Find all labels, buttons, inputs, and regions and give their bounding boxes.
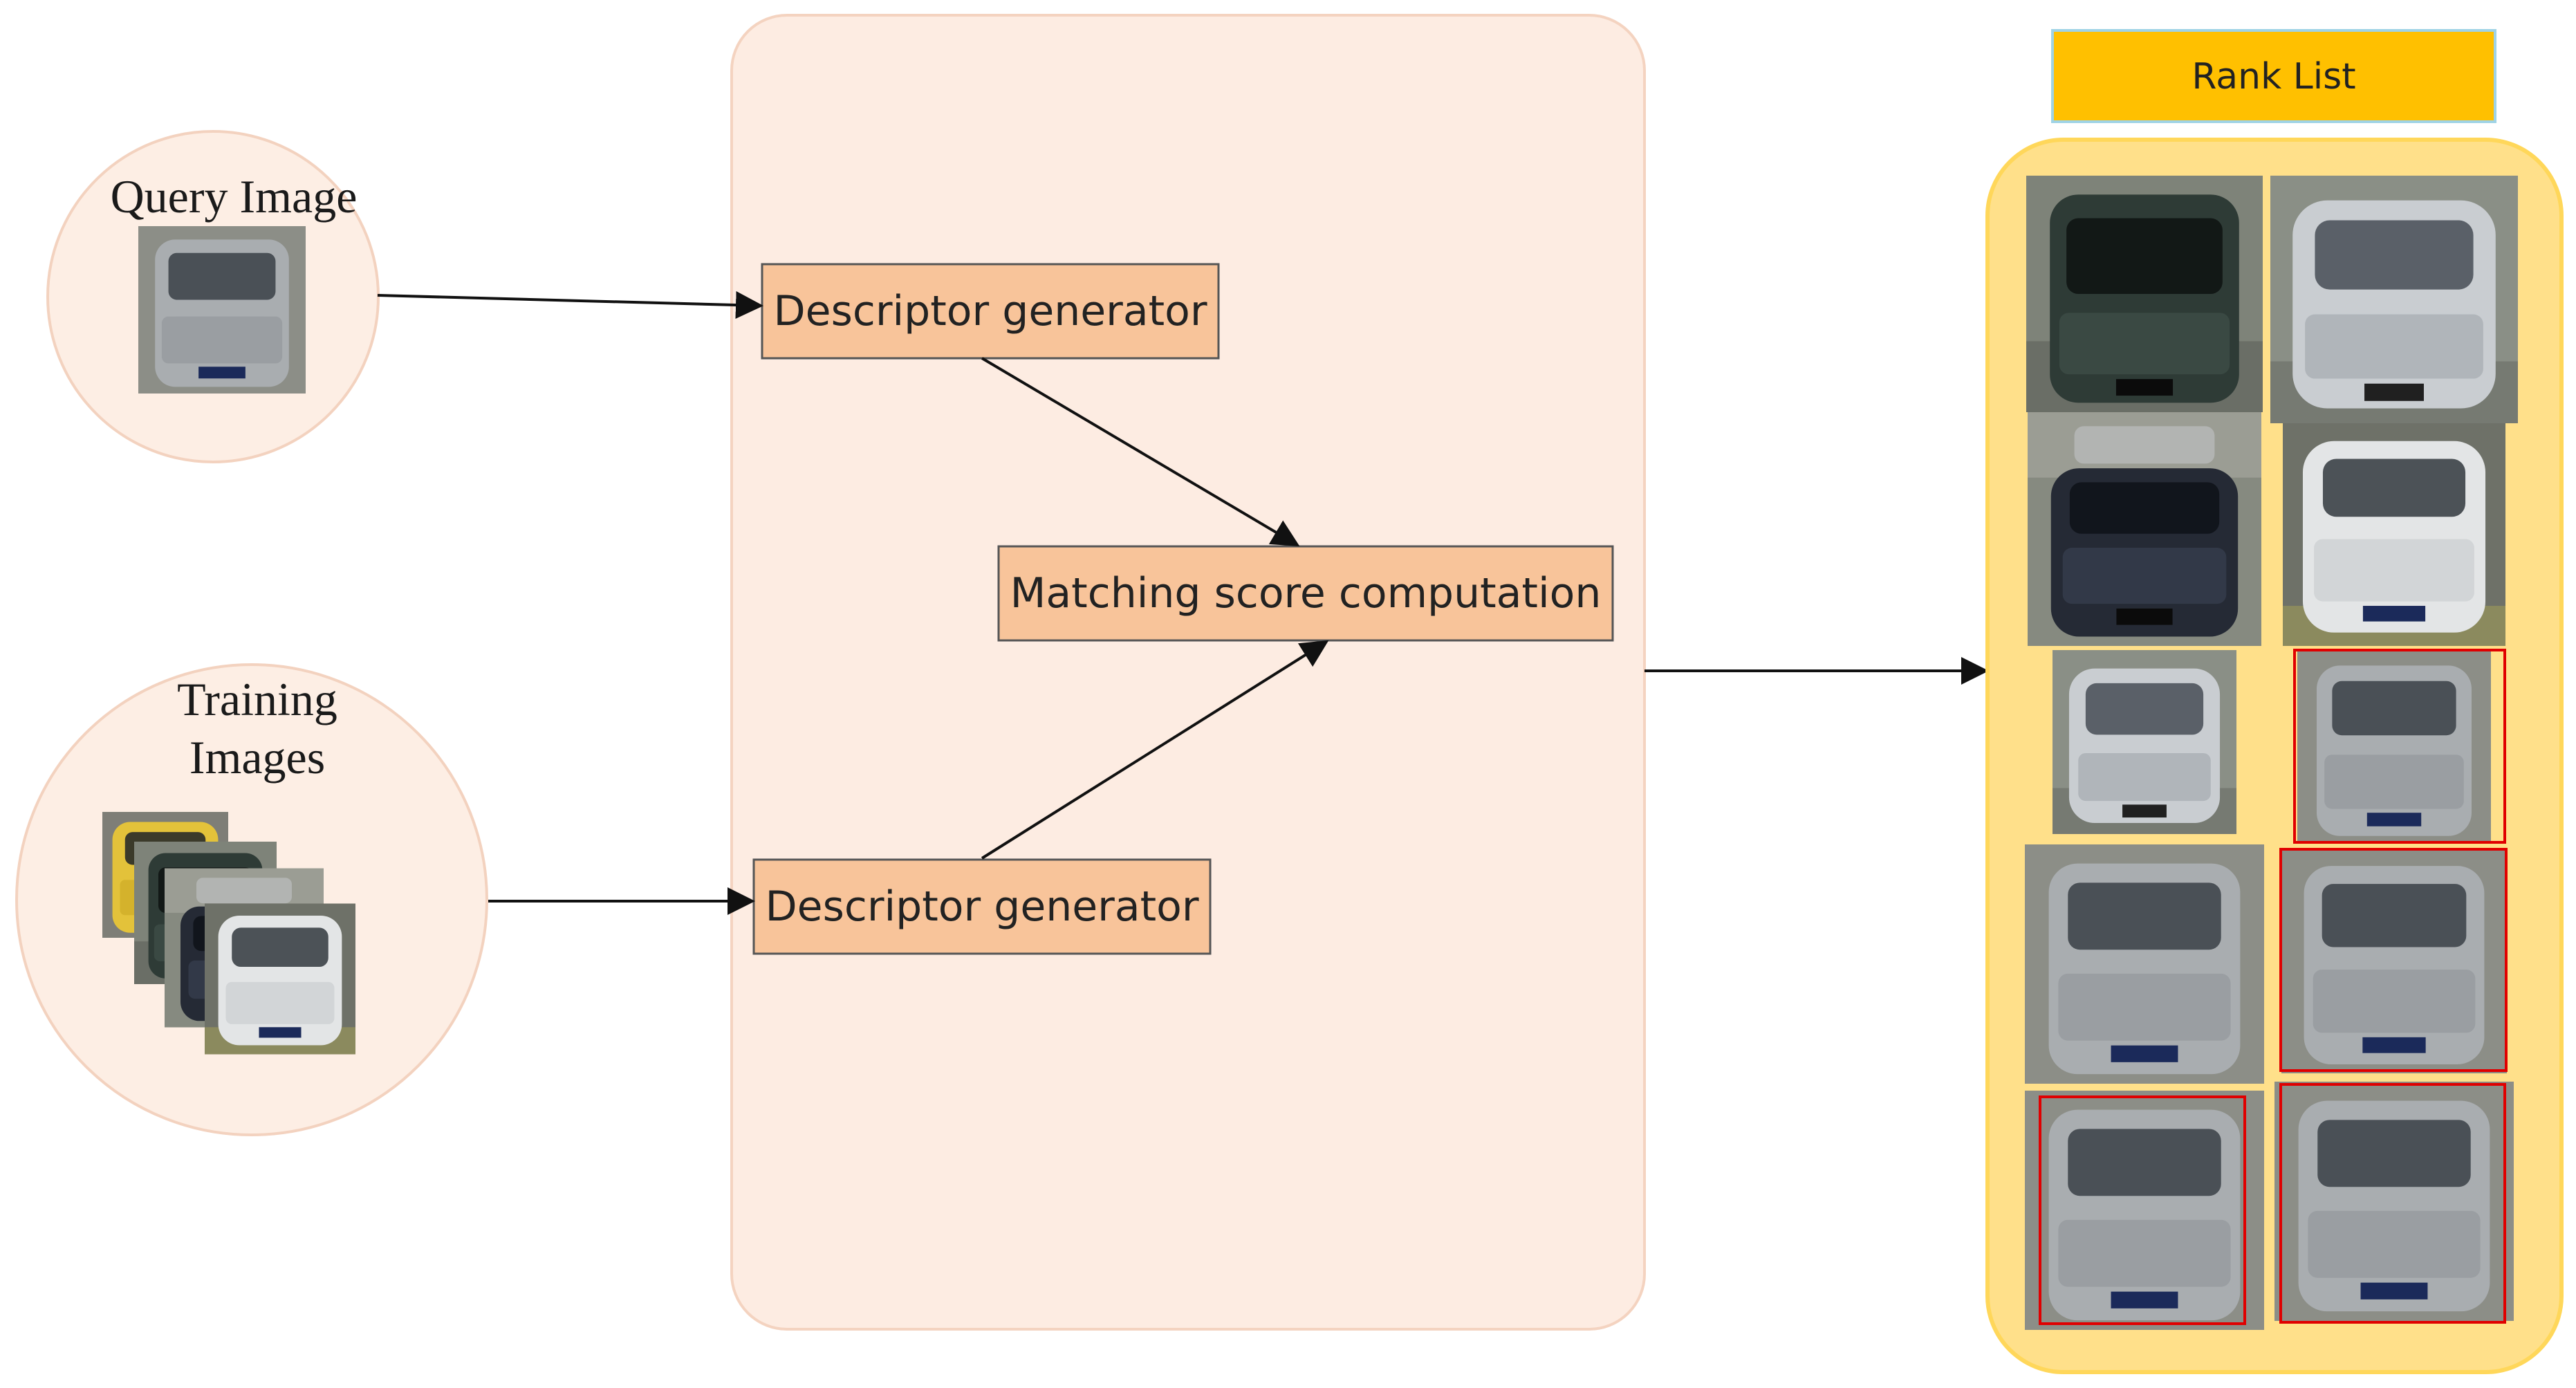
rank-list-header: Rank List: [2051, 29, 2496, 123]
query-image-label: Query Image: [111, 170, 358, 223]
rank-result-2: [2270, 176, 2518, 423]
descriptor-generator-top-box: [761, 263, 1220, 360]
descriptor-generator-bottom-label: Descriptor generator: [765, 882, 1198, 931]
match-highlight-box: [2293, 649, 2506, 844]
query-car-photo: [138, 226, 306, 394]
rank-result-7: [2025, 844, 2264, 1084]
matching-score-box: [997, 545, 1614, 642]
training-images-label-line1: Training: [177, 673, 337, 725]
descriptor-generator-bottom-box: [752, 858, 1212, 955]
training-images-label-line2: Images: [189, 731, 325, 784]
query-image-group: Query Image: [46, 130, 380, 463]
training-photo-4: [205, 904, 355, 1055]
rank-result-3: [2028, 412, 2261, 646]
rank-result-1: [2026, 176, 2263, 412]
rank-list-title: Rank List: [2192, 56, 2355, 98]
descriptor-generator-bottom: Descriptor generator: [752, 858, 1212, 955]
processing-panel: [730, 14, 1646, 1331]
rank-result-9: [2025, 1091, 2264, 1330]
matching-score-computation: Matching score computation: [997, 545, 1614, 642]
rank-result-4: [2283, 423, 2505, 646]
rank-list-grid: [2025, 176, 2518, 1330]
arrow-query-to-descriptor: [377, 291, 763, 320]
matching-score-label: Matching score computation: [1010, 569, 1602, 618]
descriptor-generator-top-label: Descriptor generator: [773, 287, 1207, 335]
rank-result-6: [2297, 650, 2491, 844]
match-highlight-box: [2279, 848, 2508, 1072]
descriptor-generator-top: Descriptor generator: [761, 263, 1220, 360]
rank-result-8: [2281, 848, 2507, 1073]
training-images-group: Training Images: [15, 663, 488, 1136]
rank-result-5: [2053, 650, 2236, 834]
match-highlight-box: [2039, 1095, 2246, 1325]
rank-result-10: [2274, 1082, 2514, 1321]
match-highlight-box: [2279, 1083, 2506, 1324]
arrow-descriptor-bottom-to-matching: [981, 640, 1329, 860]
rank-list-header-box: [2051, 29, 2496, 123]
arrow-descriptor-top-to-matching: [981, 357, 1300, 547]
